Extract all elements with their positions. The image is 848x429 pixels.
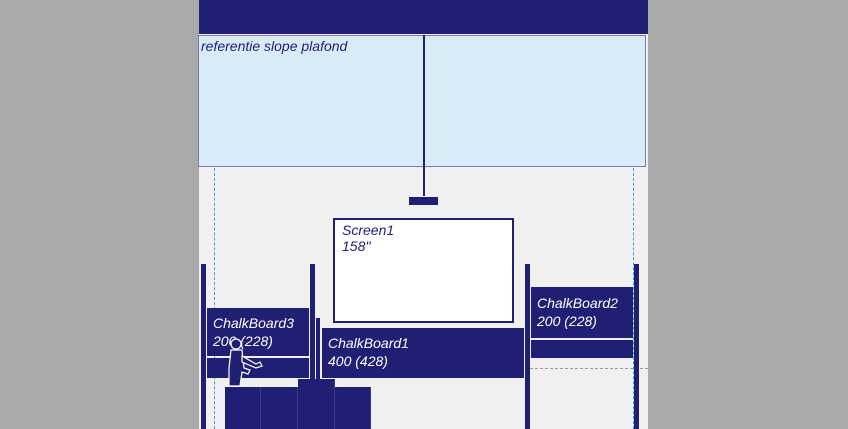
left-guide-line (214, 168, 215, 429)
chalkboard2-dims: 200 (228) (537, 313, 597, 329)
desk-block-3 (298, 379, 335, 429)
chalkboard3-name: ChalkBoard3 (213, 315, 294, 331)
screen1-size: 158'' (342, 238, 371, 254)
screen1[interactable] (333, 218, 514, 323)
screen-mount (409, 197, 438, 205)
chalkboard3[interactable] (207, 308, 309, 356)
reference-line (530, 368, 648, 369)
chalkboard1-name: ChalkBoard1 (328, 335, 409, 351)
ceiling-label: referentie slope plafond (201, 38, 348, 54)
chalkboard2-rail (531, 340, 633, 358)
chalkboard2-label: ChalkBoard2 200 (228) (537, 294, 618, 330)
rail-post-right (634, 264, 639, 429)
desk-block-1 (225, 387, 261, 429)
desk-block-4 (335, 387, 371, 429)
screen-hanger-rod (423, 35, 425, 196)
rail-post-left (201, 264, 206, 429)
chalkboard3-dims: 200 (228) (213, 333, 273, 349)
rail-post-mid-left-2 (316, 318, 320, 429)
ceiling-beam (199, 0, 648, 34)
chalkboard2[interactable] (531, 287, 633, 338)
rail-post-mid-left (310, 264, 315, 429)
screen1-label: Screen1 158'' (342, 222, 394, 254)
right-guide-line (633, 168, 634, 429)
person-figure-icon (228, 338, 263, 387)
rail-post-mid-right (525, 264, 530, 429)
slope-ceiling-reference (198, 35, 646, 167)
chalkboard1-dims: 400 (428) (328, 353, 388, 369)
screen1-name: Screen1 (342, 222, 395, 238)
chalkboard2-name: ChalkBoard2 (537, 295, 618, 311)
chalkboard1-label: ChalkBoard1 400 (428) (328, 334, 409, 370)
chalkboard3-label: ChalkBoard3 200 (228) (213, 314, 294, 350)
chalkboard1[interactable] (322, 328, 524, 378)
desk-block-2 (261, 387, 298, 429)
